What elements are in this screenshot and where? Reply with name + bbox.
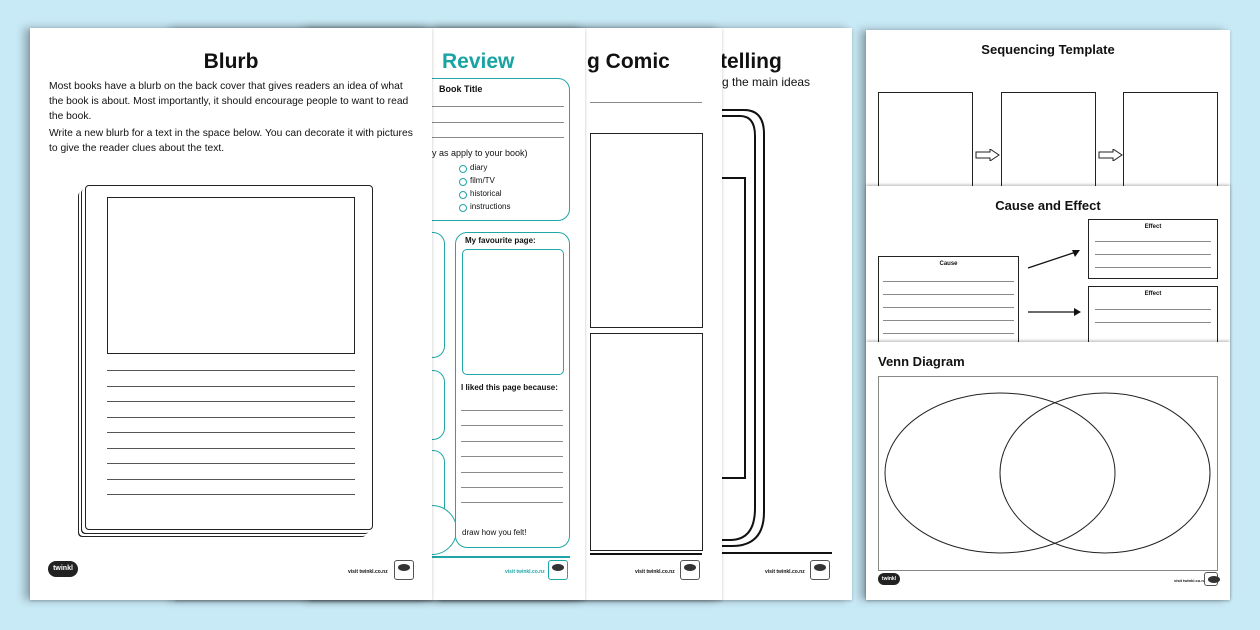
option-label: film/TV: [470, 176, 495, 185]
cause-effect-title: Cause and Effect: [995, 198, 1101, 213]
writing-line: [107, 432, 355, 433]
effect-box: [1088, 219, 1218, 279]
footer-rule: [720, 552, 832, 554]
writing-line: [461, 472, 563, 473]
effect-label: Effect: [1144, 291, 1162, 297]
effect-label: Effect: [1144, 224, 1162, 230]
footer-url: visit twinkl.co.nz: [635, 569, 675, 575]
storytelling-title: telling: [720, 50, 782, 73]
venn-circles: [884, 392, 1211, 554]
writing-line: [461, 410, 563, 411]
blurb-title: Blurb: [203, 50, 259, 73]
twinkl-badge-icon: [810, 560, 830, 580]
option-label: historical: [470, 189, 502, 198]
writing-line: [883, 333, 1014, 334]
writing-line: [1095, 322, 1211, 323]
comic-title: g Comic: [587, 50, 670, 73]
venn-diagram-worksheet: Venn Diagram twinkl visit twinkl.co.nz: [866, 342, 1230, 600]
sequence-box: [1001, 92, 1096, 192]
writing-line: [1095, 267, 1211, 268]
twinkl-badge-icon: [394, 560, 414, 580]
option-label: instructions: [470, 202, 511, 211]
blurb-worksheet: Blurb Most books have a blurb on the bac…: [30, 28, 432, 600]
writing-line: [461, 441, 563, 442]
sequence-box: [878, 92, 973, 192]
venn-left-ellipse: [884, 392, 1116, 554]
writing-line: [883, 320, 1014, 321]
footer-url: visit twinkl.co.nz: [1174, 578, 1206, 583]
writing-line: [107, 370, 355, 371]
book-title-label: Book Title: [439, 84, 483, 94]
writing-line: [1095, 254, 1211, 255]
writing-line: [432, 106, 564, 107]
writing-line: [107, 416, 355, 418]
venn-frame: [878, 376, 1218, 571]
tick-instruction: y as apply to your book): [432, 148, 528, 158]
writing-line: [883, 307, 1014, 308]
footer-url: visit twinkl.co.nz: [348, 569, 388, 575]
storytelling-frame: [710, 109, 765, 547]
radio-instructions[interactable]: [459, 204, 467, 212]
blurb-paragraph-1: Most books have a blurb on the back cove…: [49, 81, 409, 122]
footer-url: visit twinkl.co.nz: [505, 569, 545, 575]
venn-right-ellipse: [999, 392, 1211, 554]
comic-panel: [590, 333, 703, 551]
favourite-page-box: [455, 232, 570, 548]
arrow-icon: [1027, 250, 1081, 316]
writing-line: [107, 401, 355, 402]
favourite-page-label: My favourite page:: [465, 236, 536, 245]
writing-line: [883, 281, 1014, 282]
writing-line: [107, 447, 355, 449]
cause-label: Cause: [939, 261, 958, 267]
arrow-right-icon: [975, 149, 1000, 161]
radio-historical[interactable]: [459, 191, 467, 199]
liked-label: I liked this page because:: [461, 383, 558, 392]
writing-line: [1095, 309, 1211, 310]
favourite-page-drawing-box: [462, 249, 564, 375]
writing-line: [461, 502, 563, 503]
twinkl-badge-icon: [548, 560, 568, 580]
writing-line: [461, 425, 563, 426]
writing-line: [107, 494, 355, 495]
radio-diary[interactable]: [459, 165, 467, 173]
sequence-box: [1123, 92, 1218, 192]
footer-rule: [415, 556, 570, 558]
option-label: diary: [470, 163, 488, 172]
blurb-paragraph-2: Write a new blurb for a text in the spac…: [49, 128, 413, 154]
sequencing-title: Sequencing Template: [981, 42, 1115, 57]
writing-line: [107, 478, 355, 480]
comic-panel: [590, 133, 703, 328]
draw-label: draw how you felt!: [462, 528, 527, 537]
name-line: [590, 102, 702, 103]
writing-line: [107, 385, 355, 387]
twinkl-logo: twinkl: [48, 561, 78, 577]
writing-line: [461, 456, 563, 457]
footer-rule: [590, 553, 702, 555]
venn-title: Venn Diagram: [878, 354, 965, 369]
radio-film-tv[interactable]: [459, 178, 467, 186]
footer-url: visit twinkl.co.nz: [765, 569, 805, 575]
writing-line: [432, 122, 564, 123]
review-title: Review: [442, 50, 515, 73]
arrow-right-icon: [1098, 149, 1123, 161]
storytelling-subtitle: g the main ideas: [722, 75, 811, 89]
writing-line: [1095, 241, 1211, 242]
writing-line: [432, 137, 564, 138]
blurb-picture-box: [107, 197, 355, 354]
twinkl-logo: twinkl: [878, 573, 900, 585]
writing-line: [461, 487, 563, 488]
book-illustration: [85, 185, 373, 530]
writing-line: [883, 294, 1014, 295]
cause-effect-worksheet: Cause and Effect Cause Effect Effect: [866, 186, 1230, 346]
writing-line: [107, 463, 355, 464]
twinkl-badge-icon: [680, 560, 700, 580]
twinkl-badge-icon: [1204, 572, 1220, 586]
